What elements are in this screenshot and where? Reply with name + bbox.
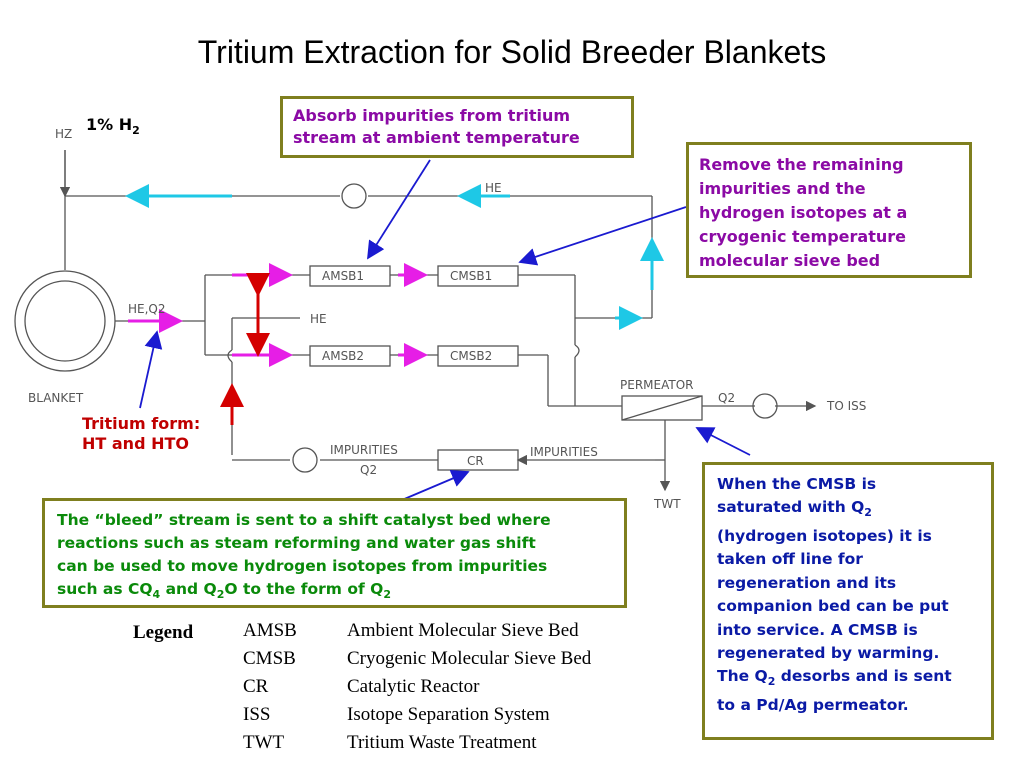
permeator-label: PERMEATOR [620,378,693,392]
he-q2-label: HE,Q2 [128,302,166,316]
h2-concentration-label: 1% H2 [86,115,140,138]
q2-left-label: Q2 [360,463,377,477]
amsb2-label: AMSB2 [322,349,364,363]
cmsb2-label: CMSB2 [450,349,492,363]
page-title: Tritium Extraction for Solid Breeder Bla… [197,34,827,70]
cmsb1-label: CMSB1 [450,269,492,283]
pump-top [341,183,367,209]
tritium-form-label: Tritium form: HT and HTO [82,414,201,453]
q2-out-label: Q2 [718,391,735,405]
impurities-left-label: IMPURITIES [330,443,398,457]
amsb1-label: AMSB1 [322,269,364,283]
legend-header: Legend [133,622,194,643]
bleed-stream-callout: The “bleed” stream is sent to a shift ca… [42,498,627,608]
amsb2-box [309,345,391,367]
permeator-box [621,395,703,421]
blanket-vessel [14,270,116,372]
he-mid-label: HE [310,312,327,326]
cmsb-regeneration-callout: When the CMSB is saturated with Q2 (hydr… [702,462,994,740]
cmsb1-box [437,265,519,287]
absorb-impurities-callout: Absorb impurities from tritium stream at… [280,96,634,158]
blanket-label: BLANKET [28,391,84,405]
hz-label: HZ [55,127,72,141]
pump-iss [752,393,778,419]
cr-label: CR [467,454,484,468]
amsb1-box [309,265,391,287]
he-top-label: HE [485,181,502,195]
impurities-right-label: IMPURITIES [530,445,598,459]
remove-impurities-callout: Remove the remaining impurities and the … [686,142,972,278]
to-iss-label: TO ISS [826,399,866,413]
pump-bottom [292,447,318,473]
cmsb2-box [437,345,519,367]
twt-label: TWT [653,497,681,511]
